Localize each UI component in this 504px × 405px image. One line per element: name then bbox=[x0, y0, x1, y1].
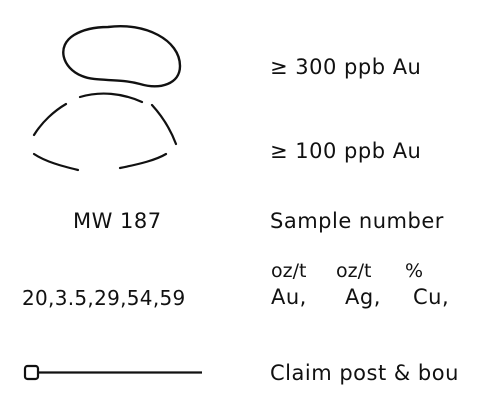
unit-label-ag: oz/t bbox=[336, 260, 372, 282]
claim-post-icon bbox=[23, 364, 202, 381]
solid-contour-icon bbox=[62, 24, 182, 88]
element-label-cu: Cu, bbox=[413, 285, 450, 309]
unit-label-au: oz/t bbox=[271, 260, 307, 282]
legend-label-100ppb: ≥ 100 ppb Au bbox=[270, 139, 422, 163]
sample-number-example: MW 187 bbox=[73, 209, 162, 233]
legend-label-300ppb: ≥ 300 ppb Au bbox=[270, 55, 422, 79]
unit-label-cu: % bbox=[405, 260, 424, 282]
legend-label-sample-number: Sample number bbox=[270, 209, 444, 233]
dashed-contour-icon bbox=[32, 92, 178, 172]
legend-label-claim-post: Claim post & bou bbox=[270, 361, 459, 385]
element-label-ag: Ag, bbox=[345, 285, 381, 309]
assay-values-example: 20,3.5,29,54,59 bbox=[22, 286, 186, 310]
element-label-au: Au, bbox=[271, 285, 307, 309]
